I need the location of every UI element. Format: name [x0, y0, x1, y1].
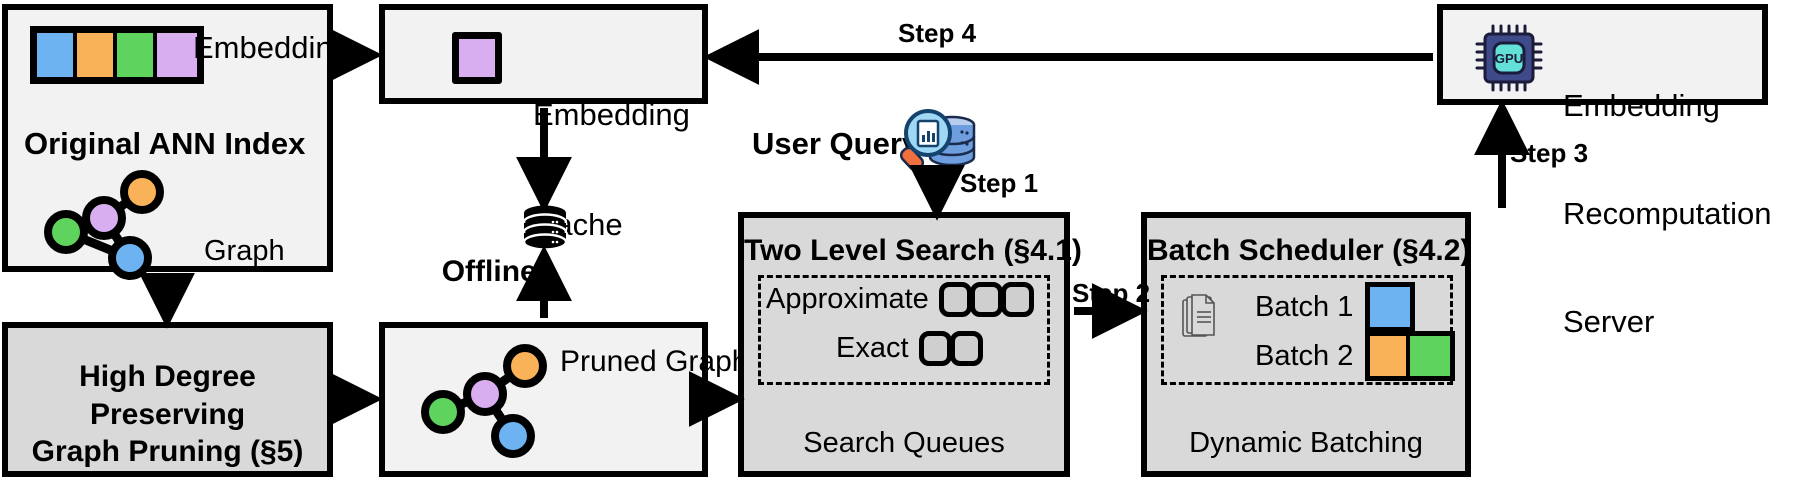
- batch-row-2: Batch 2: [1255, 331, 1456, 381]
- step-1-label: Step 1: [960, 168, 1039, 198]
- batch-scheduler-box: Batch Scheduler (§4.2) Batch 1 Batch 2: [1141, 212, 1471, 477]
- documents-icon: [1182, 294, 1215, 337]
- server-title: Embedding Recomputation Server: [1563, 16, 1772, 411]
- approximate-queue-cells: [938, 282, 1034, 317]
- batch-1-cells: [1365, 282, 1416, 332]
- batch-scheduler-title: Batch Scheduler (§4.2): [1147, 234, 1471, 267]
- graph-pruning-line2: Graph Pruning (§5): [31, 435, 304, 468]
- queue-cell: [1000, 282, 1034, 317]
- magnifier-database-icon: [900, 109, 976, 172]
- pruned-graph-label: Pruned Graph: [560, 345, 749, 378]
- step-2-label: Step 2: [1072, 278, 1151, 308]
- user-query-label: User Query: [752, 126, 920, 161]
- approximate-label: Approximate: [766, 283, 929, 315]
- ann-graph-icon: [44, 170, 164, 280]
- batch-cell-blue: [1370, 287, 1411, 327]
- graph-label: Graph: [204, 235, 285, 267]
- batch-cell-orange: [1370, 336, 1411, 376]
- dynamic-batching-group: [1161, 275, 1453, 385]
- step-4-label: Step 4: [898, 18, 977, 48]
- step-3-label: Step 3: [1510, 138, 1589, 168]
- server-line3: Server: [1563, 303, 1655, 339]
- queue-row-approximate: Approximate: [766, 282, 1034, 317]
- exact-queue-cells: [918, 331, 983, 366]
- database-cylinder-icon: [523, 205, 567, 251]
- dynamic-batching-caption: Dynamic Batching: [1189, 427, 1423, 460]
- graph-pruning-box: High Degree Preserving Graph Pruning (§5…: [2, 322, 333, 477]
- queue-cell: [938, 282, 972, 317]
- queue-cell: [918, 331, 952, 366]
- server-line2: Recomputation: [1563, 195, 1772, 231]
- batch-2-cells: [1365, 331, 1456, 381]
- original-ann-index-box: Embedding Original ANN Index Graph: [2, 4, 350, 280]
- embedding-recomputation-server-box: GPU Embedding Recomputation Server: [1437, 4, 1772, 339]
- queue-row-exact: Exact: [836, 331, 983, 366]
- exact-label: Exact: [836, 332, 909, 364]
- embedding-cache-box: Embedding Cache: [379, 4, 708, 242]
- pruned-graph-box: [379, 322, 708, 477]
- gpu-icon-text: GPU: [1495, 51, 1523, 66]
- graph-pruning-title: High Degree Preserving Graph Pruning (§5…: [8, 358, 327, 471]
- embedding-cache-line1: Embedding: [533, 97, 690, 133]
- queue-cell: [949, 331, 983, 366]
- offline-storage-line1: Offline: [441, 255, 537, 288]
- embedding-vector-icon: [30, 26, 204, 84]
- batch-row-1: Batch 1: [1255, 282, 1416, 332]
- graph-pruning-line1: High Degree Preserving: [79, 360, 256, 431]
- gpu-chip-icon: GPU: [1475, 24, 1543, 92]
- ann-index-title: Original ANN Index: [24, 126, 306, 161]
- two-level-search-title: Two Level Search (§4.1): [744, 234, 1082, 267]
- search-queues-caption: Search Queues: [803, 427, 1005, 460]
- batch-2-label: Batch 2: [1255, 339, 1354, 372]
- embedding-chip-icon: [452, 32, 502, 84]
- two-level-search-box: Two Level Search (§4.1) Approximate Exac…: [738, 212, 1082, 477]
- server-line1: Embedding: [1563, 87, 1720, 123]
- search-queues-group: [758, 275, 1050, 385]
- embedding-label: Embedding: [193, 30, 350, 65]
- batch-cell-green: [1410, 336, 1451, 376]
- embedding-cache-title: Embedding Cache: [533, 24, 690, 317]
- pruned-graph-icon: [421, 344, 547, 458]
- queue-cell: [969, 282, 1003, 317]
- batch-1-label: Batch 1: [1255, 290, 1354, 323]
